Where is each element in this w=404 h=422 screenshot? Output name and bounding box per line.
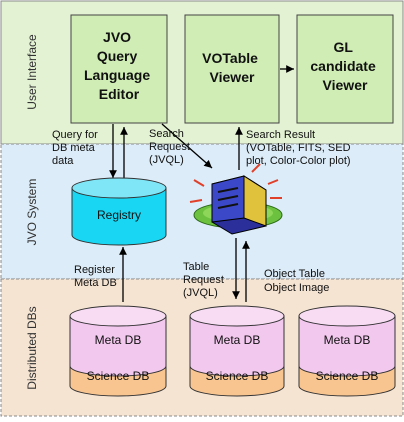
jvo-editor-line-4: Editor [99,86,140,102]
gl-candidate-viewer-box [296,14,394,124]
table-request-line-2: Request [183,274,224,286]
search-result-line-2: (VOTable, FITS, SED [246,142,351,154]
database-3-meta-label: Meta DB [324,333,371,347]
gl-line-2: candidate [310,58,376,74]
register-meta-line-1: Register [74,264,115,276]
query-meta-label: Query for DB meta data [52,129,101,167]
jvo-query-editor-box [70,14,168,124]
object-result-line-2: Object Image [264,282,329,294]
database-3-science-label: Science DB [316,369,379,383]
db-band-label: Distributed DBs [25,306,39,389]
votable-viewer-box [184,14,280,124]
system-band-label: JVO System [25,179,39,246]
table-request-line-1: Table [183,261,209,273]
register-meta-label: Register Meta DB [74,264,118,289]
search-request-label: Search Request (JVQL) [149,128,193,166]
search-request-line-2: Request [149,141,190,153]
table-request-line-3: (JVQL) [183,287,218,299]
search-request-arrow [161,123,213,169]
database-2 [189,305,285,397]
database-3 [298,305,396,397]
registry-cylinder [71,177,167,246]
object-result-line-1: Object Table [264,268,325,280]
register-meta-line-2: Meta DB [74,277,117,289]
object-result-label: Object Table Object Image [264,268,329,294]
search-request-line-1: Search [149,128,184,140]
database-2-science-label: Science DB [206,369,269,383]
database-1 [69,305,167,397]
gl-line-1: GL [333,39,353,55]
votable-line-2: Viewer [210,69,255,85]
server-icon [189,163,283,235]
query-meta-line-3: data [52,155,74,167]
search-result-line-3: plot, Color-Color plot) [246,155,351,167]
jvo-editor-line-3: Language [84,67,150,83]
database-1-meta-label: Meta DB [95,333,142,347]
registry-label: Registry [97,208,141,222]
search-result-line-1: Search Result [246,129,315,141]
jvo-editor-line-1: JVO [103,29,131,45]
ui-band-label: User Interface [25,34,39,110]
database-2-meta-label: Meta DB [214,333,261,347]
query-meta-line-1: Query for [52,129,98,141]
jvo-query-editor-title: JVO Query Language Editor [84,29,154,102]
database-1-science-label: Science DB [87,369,150,383]
jvo-editor-line-2: Query [97,48,138,64]
gl-line-3: Viewer [323,77,368,93]
search-result-label: Search Result (VOTable, FITS, SED plot, … [246,129,354,167]
gl-viewer-title: GL candidate Viewer [310,39,379,93]
votable-line-1: VOTable [202,50,258,66]
search-request-line-3: (JVQL) [149,154,184,166]
query-meta-line-2: DB meta [52,142,96,154]
votable-viewer-title: VOTable Viewer [202,50,262,85]
table-request-label: Table Request (JVQL) [183,261,227,299]
